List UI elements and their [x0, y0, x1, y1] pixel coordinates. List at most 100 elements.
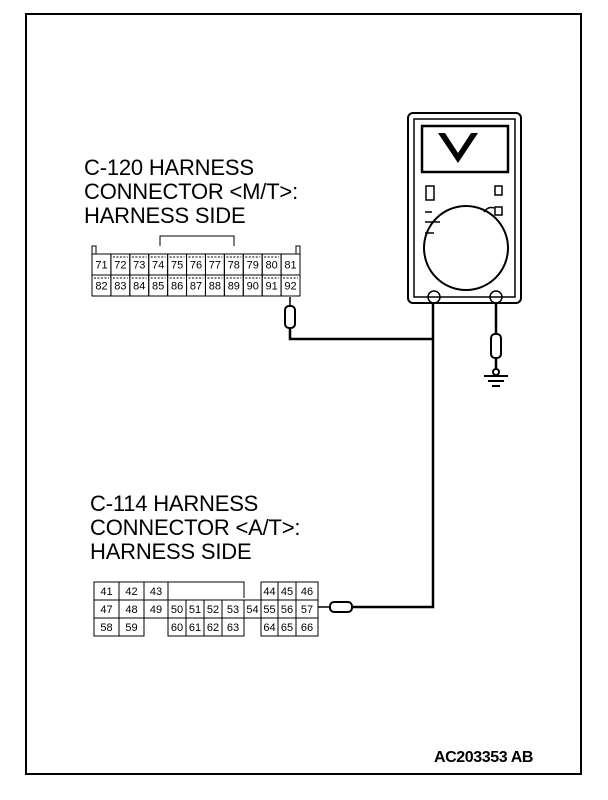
meter-display: [420, 124, 510, 174]
range-marker-right-bottom: [494, 206, 503, 216]
pin-number: 71: [95, 260, 107, 272]
pin-cell: 43: [143, 581, 169, 601]
pin-cell: 71: [91, 253, 112, 276]
pin-number: 89: [228, 281, 240, 293]
pin-cell: 72: [110, 253, 131, 276]
pin-cell: 49: [143, 599, 169, 619]
pin-number: 66: [301, 622, 313, 634]
pin-cell: 54: [243, 599, 262, 619]
pin-cell: 62: [203, 617, 223, 637]
multimeter: [407, 112, 522, 304]
pin-cell: 52: [203, 599, 223, 619]
pin-number: 79: [247, 260, 259, 272]
pin-number: 65: [281, 622, 293, 634]
pin-number: 76: [190, 260, 202, 272]
pin-cell: 82: [91, 274, 112, 297]
c114-caption-line: CONNECTOR <A/T>:: [90, 515, 301, 540]
pin-cell: 45: [277, 581, 297, 601]
pin-number: 54: [246, 604, 258, 616]
pin-number: 58: [100, 622, 112, 634]
pin-number: 81: [284, 260, 296, 272]
pin-cell: 85: [148, 274, 169, 297]
pin-cell: 60: [167, 617, 187, 637]
pin-cell: 84: [129, 274, 150, 297]
pin-number: 91: [266, 281, 278, 293]
pin-cell: 64: [260, 617, 279, 637]
range-marker-left: [425, 185, 435, 201]
voltage-v-icon: [438, 133, 478, 163]
pin-cell: 46: [295, 581, 319, 601]
pin-number: 72: [114, 260, 126, 272]
c114-caption-line: C-114 HARNESS: [90, 491, 259, 516]
pin-cell: 66: [295, 617, 319, 637]
pin-number: 78: [228, 260, 240, 272]
pin-number: 46: [301, 586, 313, 598]
pin-cell: 86: [167, 274, 188, 297]
pin-number: 84: [133, 281, 145, 293]
pin-number: 57: [301, 604, 313, 616]
pin-number: 92: [284, 281, 296, 293]
pin-cell: 79: [242, 253, 263, 276]
pin-number: 51: [189, 604, 201, 616]
pin-number: 64: [263, 622, 275, 634]
pin-number: 88: [209, 281, 221, 293]
pin-number: 73: [133, 260, 145, 272]
pin-number: 61: [189, 622, 201, 634]
pin-cell: 80: [261, 253, 282, 276]
pin-cell: 42: [118, 581, 145, 601]
pin-number: 50: [171, 604, 183, 616]
pin-cell: 63: [221, 617, 245, 637]
pin-number: 48: [125, 604, 137, 616]
pin-cell: 58: [93, 617, 120, 637]
pin-number: 80: [266, 260, 278, 272]
pin-cell: 87: [186, 274, 206, 297]
pin-number: 63: [227, 622, 239, 634]
test-leads: [288, 303, 498, 609]
c120-caption: C-120 HARNESS CONNECTOR <M/T>: HARNESS S…: [84, 156, 298, 228]
pin-cell: 41: [93, 581, 120, 601]
pin-number: 52: [207, 604, 219, 616]
pin-cell: 57: [295, 599, 319, 619]
pin-number: 74: [152, 260, 164, 272]
pin-number: 60: [171, 622, 183, 634]
pin-cell: 47: [93, 599, 120, 619]
pin-cell: 76: [186, 253, 206, 276]
pin-cell: 65: [277, 617, 297, 637]
pin-cell: 83: [110, 274, 131, 297]
pin-number: 87: [190, 281, 202, 293]
pin-number: 90: [247, 281, 259, 293]
figure-id: AC203353 AB: [434, 749, 534, 766]
c120-caption-line: HARNESS SIDE: [84, 203, 246, 228]
ground-icon: [484, 368, 508, 387]
pin-number: 45: [281, 586, 293, 598]
pin-cell: 75: [167, 253, 188, 276]
pin-cell: 77: [204, 253, 225, 276]
pin-number: 47: [100, 604, 112, 616]
diagram-frame: [25, 13, 582, 775]
pin-cell: 89: [223, 274, 244, 297]
pin-cell: 50: [167, 599, 187, 619]
pin-cell: 90: [242, 274, 263, 297]
pin-cell: 55: [260, 599, 279, 619]
c120-caption-line: CONNECTOR <M/T>:: [84, 179, 298, 204]
pin-number: 41: [100, 586, 112, 598]
pin-number: 53: [227, 604, 239, 616]
pin-cell: 88: [204, 274, 225, 297]
probe-tip-c114: [318, 601, 353, 613]
probe-tip-ground: [490, 333, 502, 359]
pin-number: 55: [263, 604, 275, 616]
pin-number: 49: [150, 604, 162, 616]
c114-caption-line: HARNESS SIDE: [90, 539, 252, 564]
pin-number: 59: [125, 622, 137, 634]
pin-cell: 61: [185, 617, 205, 637]
meter-dial: [423, 205, 509, 291]
pin-number: 44: [263, 586, 275, 598]
pin-cell: 73: [129, 253, 150, 276]
pin-cell: 53: [221, 599, 245, 619]
pin-cell: 56: [277, 599, 297, 619]
pin-cell: 92: [280, 274, 301, 297]
